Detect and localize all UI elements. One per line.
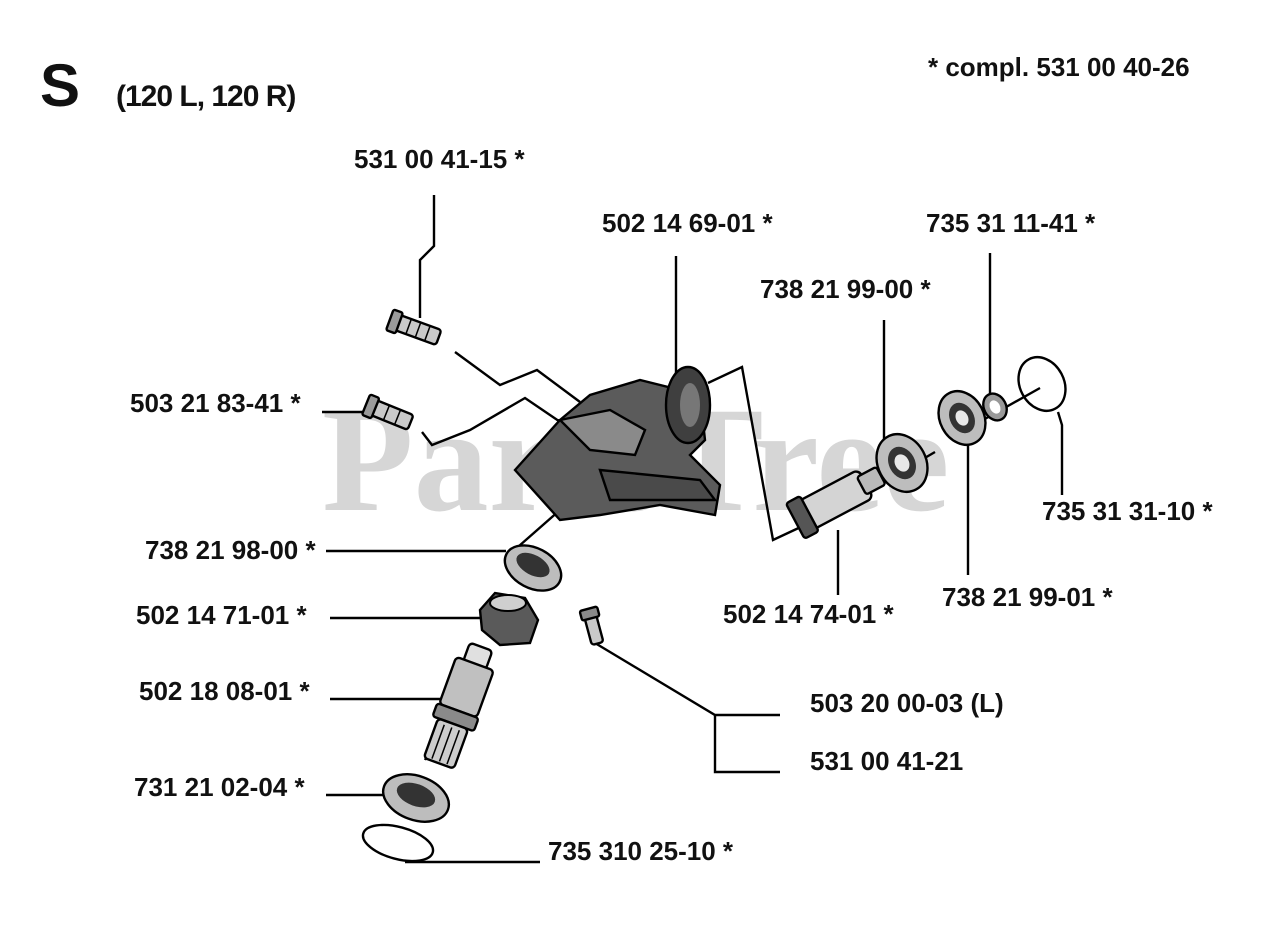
bevel-gear	[478, 591, 540, 647]
label-738219901: 738 21 99-01 *	[942, 582, 1113, 612]
screw-503218341	[361, 393, 414, 431]
bearing-738219901	[937, 390, 987, 446]
section-letter: S	[40, 52, 80, 119]
label-502146901: 502 14 69-01 *	[602, 208, 773, 238]
washer-735311141	[982, 392, 1008, 422]
label-738219800: 738 21 98-00 *	[145, 535, 316, 565]
output-shaft	[423, 642, 494, 769]
label-531004121: 531 00 41-21	[810, 746, 963, 776]
label-735311141: 735 31 11-41 *	[926, 208, 1096, 238]
pinion-shaft	[785, 466, 886, 539]
circlip-735310251	[361, 823, 435, 863]
bearing-738219800	[503, 544, 563, 592]
label-503218341: 503 21 83-41 *	[130, 388, 301, 418]
bearing-738219900	[875, 433, 929, 493]
circlip-735313110	[1017, 356, 1067, 412]
label-731210204: 731 21 02-04 *	[134, 772, 305, 802]
label-735313110: 735 31 31-10 *	[1042, 496, 1213, 526]
label-503200003: 503 20 00-03 (L)	[810, 688, 1004, 718]
kit-note: * compl. 531 00 40-26	[928, 52, 1190, 82]
screw-531004115	[385, 308, 442, 346]
bearing-731210204	[381, 773, 451, 823]
label-531004115: 531 00 41-15 *	[354, 144, 525, 174]
label-502180801: 502 18 08-01 *	[139, 676, 310, 706]
label-738219900: 738 21 99-00 *	[760, 274, 931, 304]
label-502147401: 502 14 74-01 *	[723, 599, 894, 629]
label-735310251: 735 310 25-10 *	[548, 836, 734, 866]
gear-housing	[513, 365, 722, 522]
screw-503200003	[578, 605, 604, 646]
section-models: (120 L, 120 R)	[116, 80, 295, 113]
label-502147101: 502 14 71-01 *	[136, 600, 307, 630]
